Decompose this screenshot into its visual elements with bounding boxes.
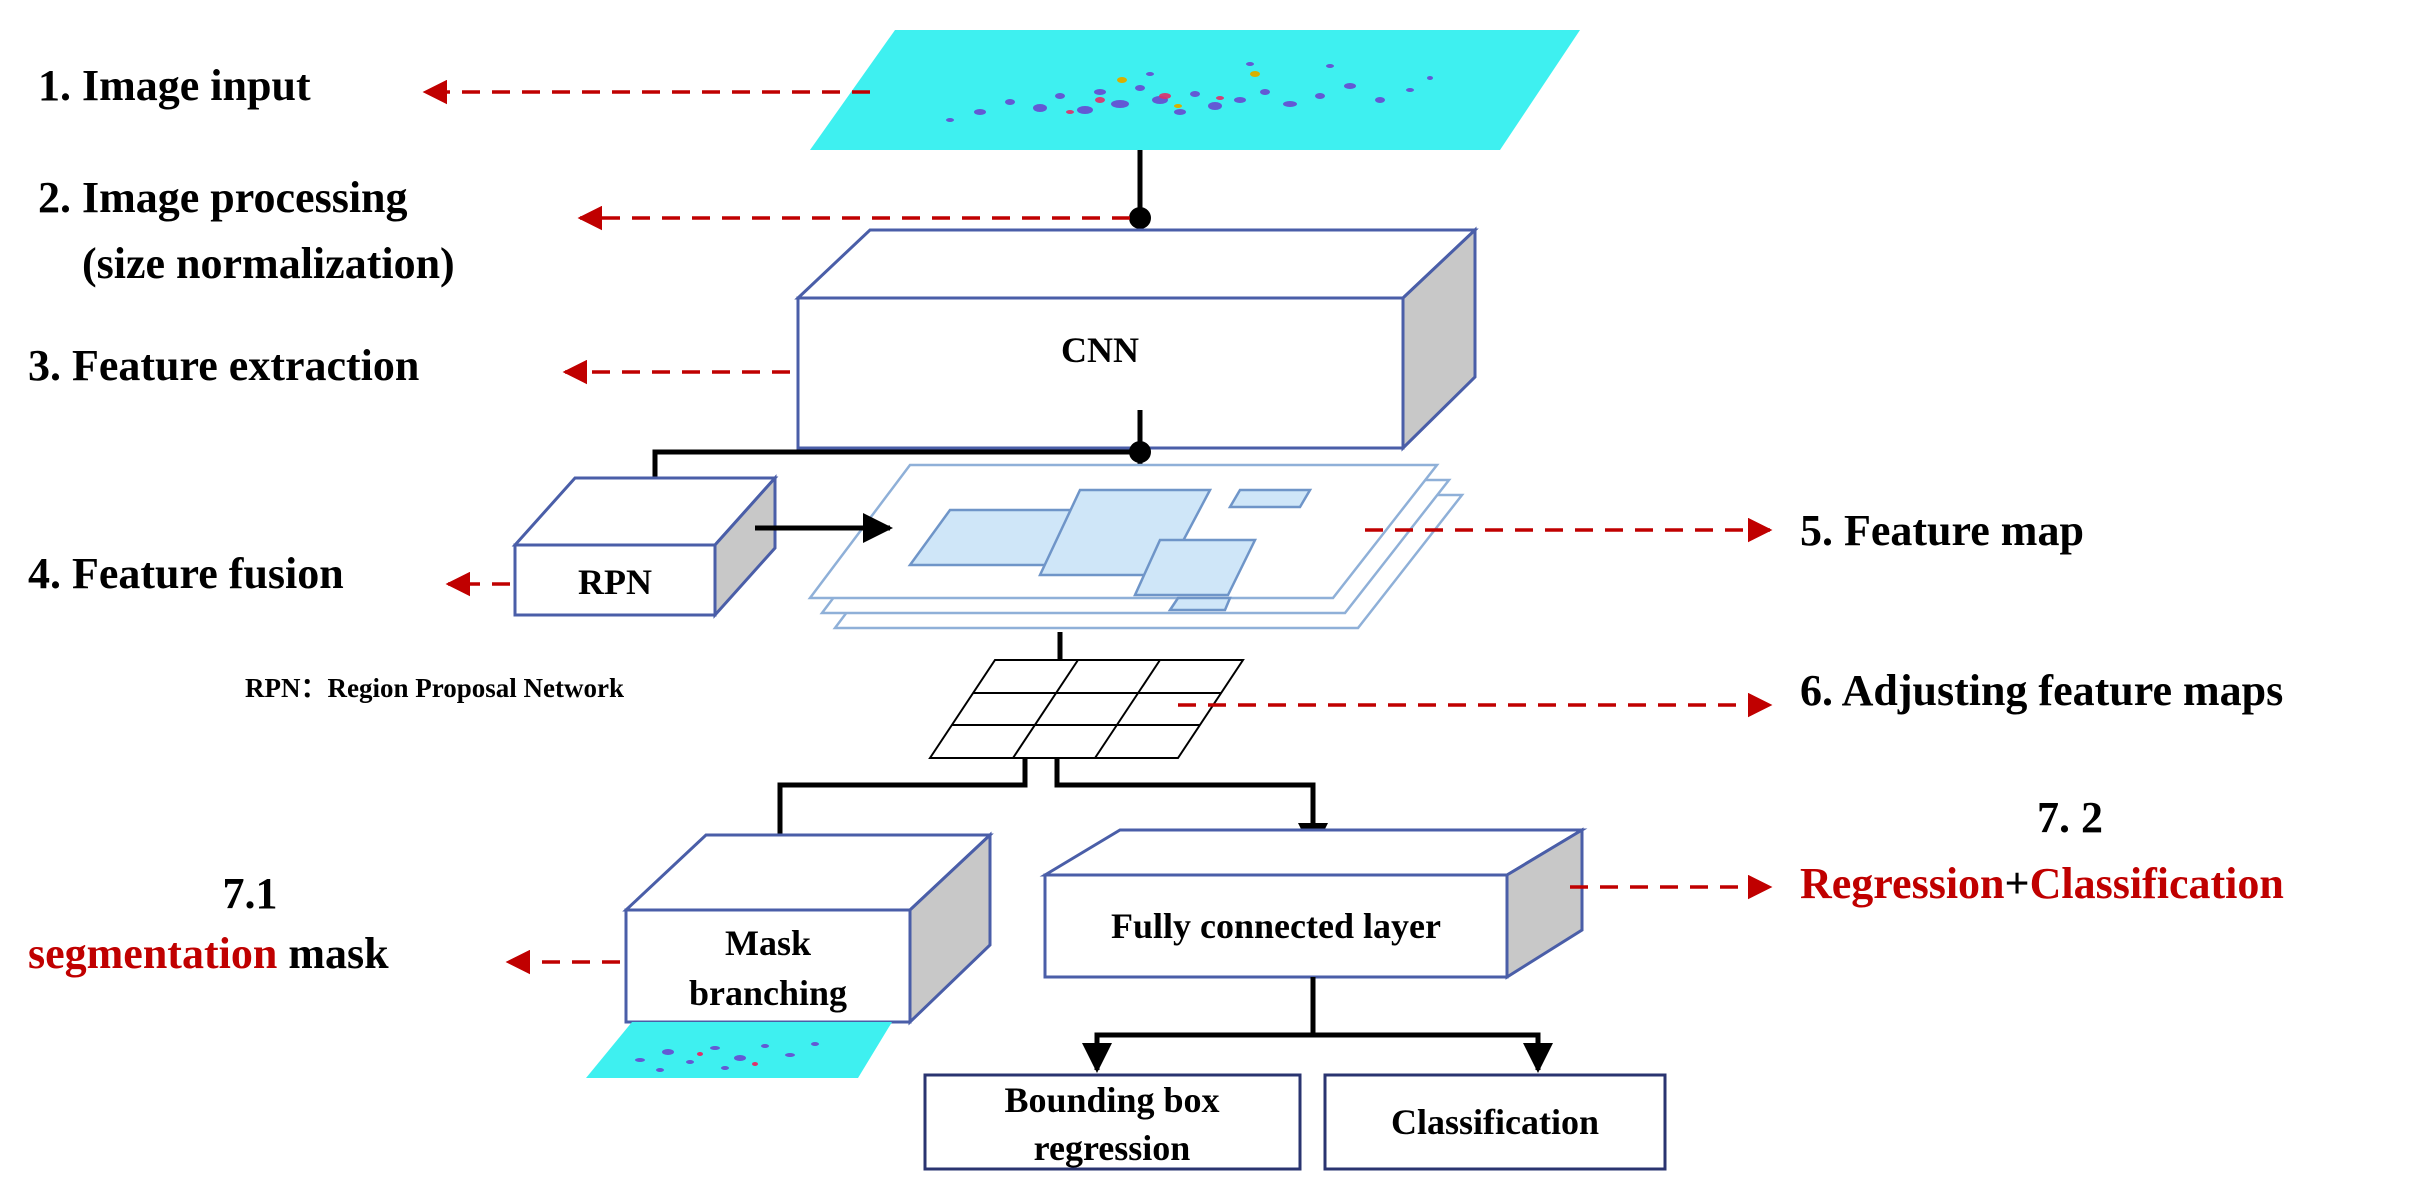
input-image-dots	[946, 62, 1433, 122]
rpn-box: RPN	[511, 474, 779, 619]
arrow-grid-to-mask	[765, 758, 1028, 873]
arrow-grid-to-fc	[1054, 758, 1328, 853]
mask-branch-box	[622, 831, 994, 1026]
step2-label-line1: 2. Image processing	[38, 173, 408, 222]
cnn-label: CNN	[1061, 330, 1139, 370]
output-mask-image	[586, 1022, 892, 1078]
mask-branch-label-line1: Mask	[725, 923, 811, 963]
feature-region-boxes	[907, 488, 1313, 612]
cnn-box: CNN	[794, 226, 1479, 452]
classification-label: Classification	[1391, 1102, 1599, 1142]
step72-red-text-1: Regression	[1800, 859, 2005, 908]
step71-label: segmentation mask	[28, 929, 389, 978]
step72-plus: +	[2005, 859, 2030, 908]
rpn-label: RPN	[578, 562, 652, 602]
step72-number: 7. 2	[2037, 793, 2103, 842]
annotation-arrows	[422, 79, 1773, 975]
fc-layer-label: Fully connected layer	[1111, 906, 1441, 946]
step1-label: 1. Image input	[38, 61, 311, 110]
arrow-fc-to-classification	[1313, 1032, 1553, 1073]
step71-number: 7.1	[223, 869, 278, 918]
step2-label-line2: (size normalization)	[82, 239, 455, 288]
junction-dot-1	[1129, 207, 1151, 229]
step5-label: 5. Feature map	[1800, 506, 2084, 555]
input-image-plane	[810, 30, 1580, 150]
step71-red-text: segmentation	[28, 929, 277, 978]
bbox-regression-label-line2: regression	[1034, 1128, 1191, 1168]
fc-layer-box: Fully connected layer	[1039, 827, 1588, 980]
feature-map-stack	[807, 463, 1465, 630]
bbox-regression-box: Bounding box regression	[923, 1073, 1302, 1171]
bbox-regression-label-line1: Bounding box	[1004, 1080, 1219, 1120]
step6-label: 6. Adjusting feature maps	[1800, 666, 2283, 715]
classification-box: Classification	[1323, 1073, 1667, 1171]
step4-label: 4. Feature fusion	[28, 549, 344, 598]
step72-label: Regression+Classification	[1800, 859, 2284, 908]
step71-black-text: mask	[277, 929, 389, 978]
rpn-definition-note: RPN：Region Proposal Network	[245, 673, 624, 703]
step3-label: 3. Feature extraction	[28, 341, 419, 390]
arrow-fc-to-outputs	[1082, 977, 1316, 1073]
step72-red-text-2: Classification	[2030, 859, 2284, 908]
mask-branch-label-line2: branching	[689, 973, 847, 1013]
adjusted-feature-grid	[928, 659, 1245, 759]
